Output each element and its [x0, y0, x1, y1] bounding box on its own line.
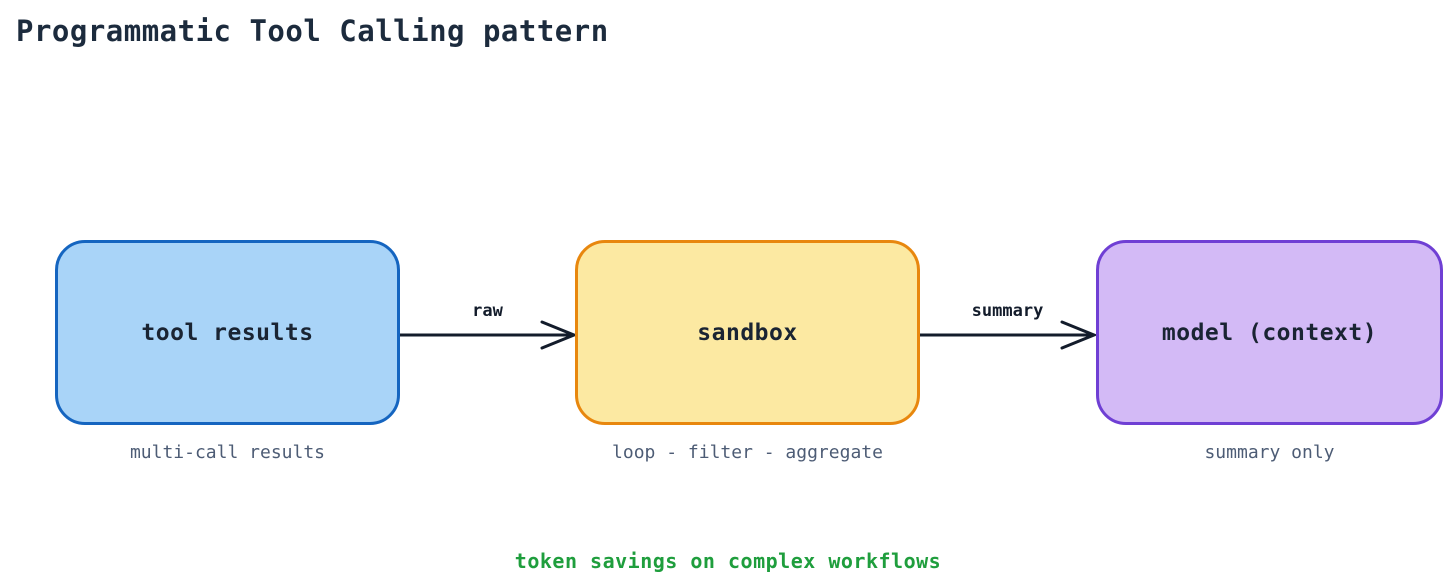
node-tool-results-caption: multi-call results	[129, 442, 326, 463]
edge-raw-label: raw	[472, 301, 503, 321]
edge-summary-label: summary	[971, 301, 1044, 321]
node-model-context-label: model (context)	[1161, 319, 1378, 346]
arrow-summary-icon	[920, 320, 1098, 350]
node-tool-results-label: tool results	[141, 319, 314, 346]
node-sandbox: sandbox	[575, 240, 920, 425]
page-title: Programmatic Tool Calling pattern	[16, 14, 609, 48]
node-tool-results: tool results	[55, 240, 400, 425]
node-model-context-caption: summary only	[1204, 442, 1335, 463]
token-savings-note: token savings on complex workflows	[514, 549, 942, 573]
node-model-context: model (context)	[1096, 240, 1443, 425]
node-sandbox-label: sandbox	[697, 319, 798, 346]
arrow-raw-icon	[400, 320, 578, 350]
node-sandbox-caption: loop - filter - aggregate	[612, 442, 883, 463]
